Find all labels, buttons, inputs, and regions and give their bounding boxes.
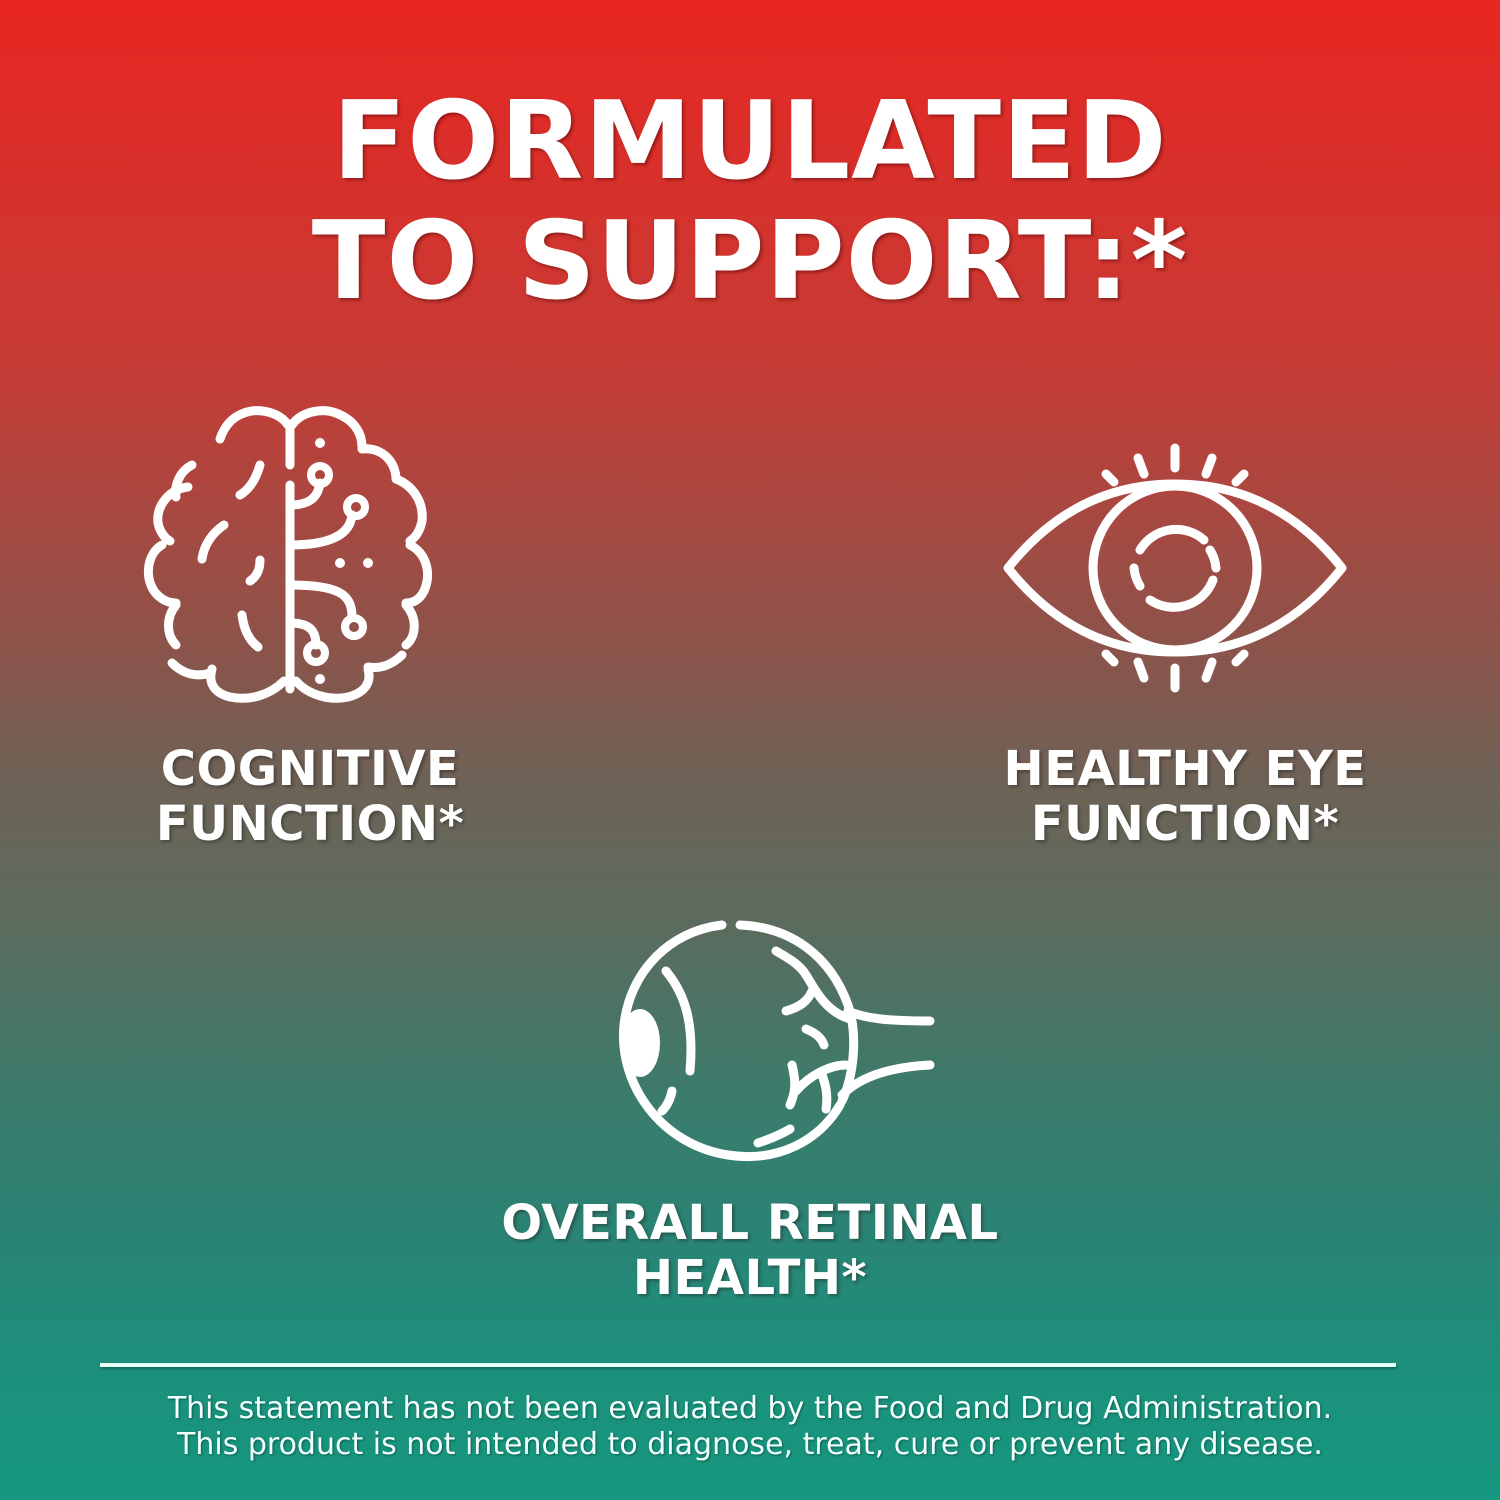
benefit-label-line: COGNITIVE: [160, 741, 460, 797]
page-title: FORMULATED TO SUPPORT:*: [0, 82, 1500, 322]
benefit-label-retinal: OVERALL RETINAL HEALTH*: [450, 1196, 1050, 1306]
divider: [100, 1363, 1396, 1367]
eye-icon: [1000, 440, 1350, 710]
fda-disclaimer: This statement has not been evaluated by…: [0, 1391, 1500, 1463]
benefit-label-line: FUNCTION*: [1030, 796, 1340, 852]
disclaimer-line-2: This product is not intended to diagnose…: [177, 1427, 1323, 1462]
benefit-label-line: HEALTH*: [632, 1250, 868, 1306]
benefit-label-eye: HEALTHY EYE FUNCTION*: [935, 742, 1435, 852]
benefit-label-line: HEALTHY EYE: [1003, 741, 1367, 797]
headline-line-1: FORMULATED: [332, 79, 1168, 204]
headline-line-2: TO SUPPORT:*: [311, 199, 1189, 324]
eyeball-retina-icon: [610, 915, 940, 1165]
disclaimer-line-1: This statement has not been evaluated by…: [167, 1391, 1333, 1426]
benefit-label-line: OVERALL RETINAL: [501, 1195, 999, 1251]
brain-circuit-icon: [140, 405, 440, 703]
benefit-label-cognitive: COGNITIVE FUNCTION*: [60, 742, 560, 852]
benefit-label-line: FUNCTION*: [155, 796, 465, 852]
